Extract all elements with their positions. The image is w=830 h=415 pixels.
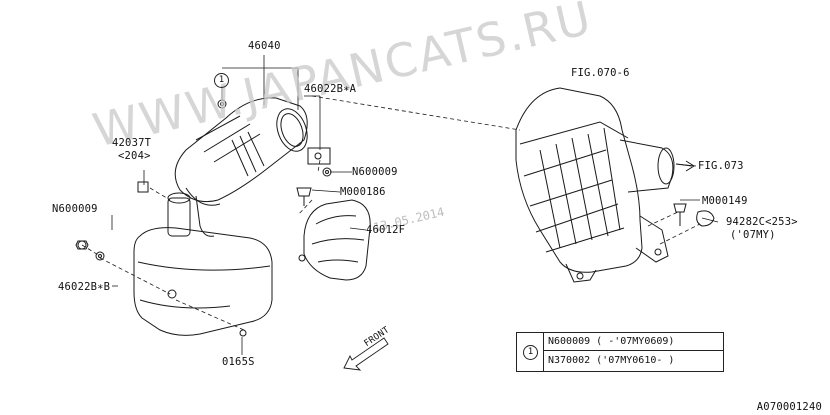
fig073-arrow [675, 160, 695, 172]
callout-fig-073[interactable]: FIG.073 [698, 160, 744, 172]
callout-fig-070-6[interactable]: FIG.070-6 [571, 67, 630, 79]
callout-n600009-left[interactable]: N600009 [52, 203, 98, 215]
callout-46022b-b[interactable]: 46022B∗B [58, 281, 111, 293]
figure-code: A070001240 [756, 401, 822, 413]
air-cleaner-shape [515, 87, 675, 283]
callout-42037t-qty: <204> [118, 150, 151, 162]
legend-key-cell: 1 [517, 333, 544, 371]
callout-m000186[interactable]: M000186 [340, 186, 386, 198]
resonator-shape [133, 192, 273, 337]
callout-46022b-a[interactable]: 46022B∗A [304, 83, 357, 95]
callout-46012f[interactable]: 46012F [366, 224, 406, 236]
legend-key: 1 [523, 345, 538, 360]
callout-46040[interactable]: 46040 [248, 40, 281, 52]
callout-n600009-right[interactable]: N600009 [352, 166, 398, 178]
callout-0165s[interactable]: 0165S [222, 356, 255, 368]
callout-94282c-note: ('07MY) [730, 229, 776, 241]
intake-duct-shape [174, 97, 308, 237]
legend-row: N600009 ( -'07MY0609) [544, 333, 723, 351]
callout-circled-one[interactable]: 1 [214, 73, 229, 88]
bracket-shape [298, 199, 371, 281]
legend-row: N370002 ('07MY0610- ) [548, 355, 675, 366]
dashed-lines [81, 95, 701, 331]
small-parts [75, 99, 715, 261]
legend-table: 1 N600009 ( -'07MY0609) N370002 ('07MY06… [516, 332, 724, 372]
callout-42037t[interactable]: 42037T [112, 137, 152, 149]
callout-m000149[interactable]: M000149 [702, 195, 748, 207]
callout-94282c[interactable]: 94282C<253> [726, 216, 798, 228]
front-arrow-shape [343, 337, 389, 371]
